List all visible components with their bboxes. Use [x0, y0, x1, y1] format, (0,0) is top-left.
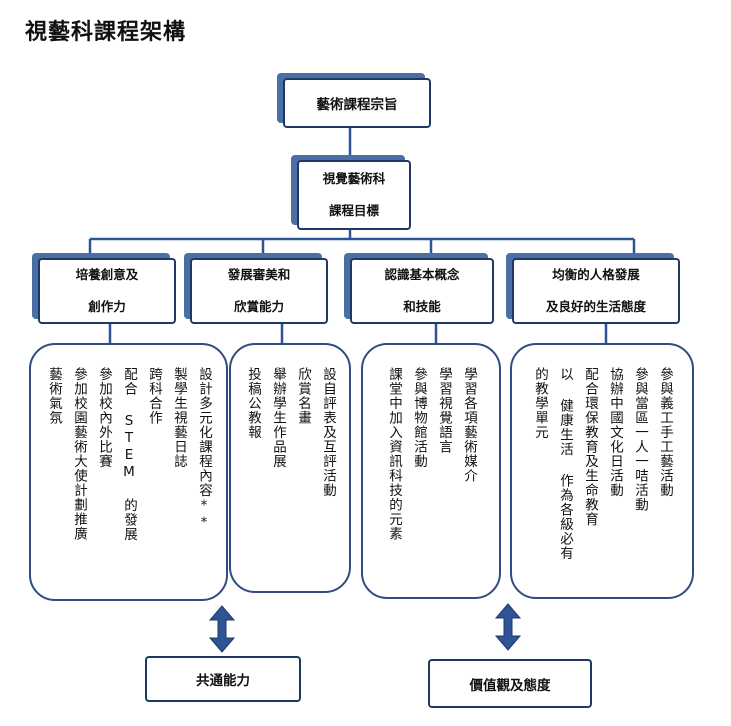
activity-list-creativity: 設計多元化課程內容** 製學生視藝日誌 跨科合作 配合 STEM 的發展 參加校…	[29, 343, 228, 601]
list-item: 以 健康生活 作為各級必有	[557, 367, 573, 561]
list-item: 製學生視藝日誌	[171, 367, 187, 469]
list-item: 投稿公教報	[245, 367, 261, 440]
generic-skills-label: 共通能力	[196, 673, 250, 689]
category-line: 創作力	[88, 299, 126, 314]
list-item: 欣賞名畫	[295, 367, 311, 425]
list-item: 參加校內外比賽	[96, 367, 112, 469]
aim-box-label: 藝術課程宗旨	[316, 97, 398, 113]
list-item: 參與義工手工藝活動	[657, 367, 673, 498]
list-item: 藝術氣氛	[46, 367, 62, 425]
category-line: 培養創意及	[75, 267, 139, 282]
list-item: 參與當區一人一咭活動	[632, 367, 648, 512]
category-line: 欣賞能力	[233, 299, 284, 314]
list-item: 跨科合作	[146, 367, 162, 425]
category-line: 均衡的人格發展	[552, 267, 640, 282]
category-concepts: 認識基本概念 和技能	[350, 258, 494, 324]
page-title: 視藝科課程架構	[25, 20, 187, 45]
list-item: 學習視覺語言	[436, 367, 452, 454]
objective-box: 視覺藝術科 課程目標	[297, 160, 411, 230]
values-attitudes-label: 價值觀及態度	[469, 677, 551, 694]
list-item: 協辦中國文化日活動	[607, 367, 623, 498]
objective-line-1: 視覺藝術科	[322, 171, 386, 186]
list-item: 設自評表及互評活動	[320, 367, 336, 498]
activity-list-concepts: 學習各項藝術媒介 學習視覺語言 參與博物館活動 課堂中加入資訊科技的元素	[361, 343, 501, 599]
list-item: 學習各項藝術媒介	[461, 367, 477, 483]
category-line: 認識基本概念	[384, 267, 460, 282]
double-arrow-icon	[494, 603, 522, 651]
list-item: 配合 STEM 的發展	[121, 367, 137, 542]
list-item: 配合環保教育及生命教育	[582, 367, 598, 527]
category-line: 及良好的生活態度	[545, 299, 646, 314]
list-item: 設計多元化課程內容**	[196, 367, 212, 532]
values-attitudes-box: 價值觀及態度	[428, 659, 592, 708]
activity-list-aesthetics: 設自評表及互評活動 欣賞名畫 舉辦學生作品展 投稿公教報	[229, 343, 351, 593]
list-item: 參加校園藝術大使計劃推廣	[71, 367, 87, 541]
list-item: 參與博物館活動	[411, 367, 427, 469]
list-item: 舉辦學生作品展	[270, 367, 286, 469]
aim-box: 藝術課程宗旨	[283, 78, 431, 128]
objective-line-2: 課程目標	[328, 203, 379, 218]
list-item: 課堂中加入資訊科技的元素	[386, 367, 402, 541]
list-item: 的教學單元	[532, 367, 548, 440]
category-attitude: 均衡的人格發展 及良好的生活態度	[512, 258, 680, 324]
category-aesthetics: 發展審美和 欣賞能力	[190, 258, 328, 324]
category-line: 和技能	[403, 299, 441, 314]
category-line: 發展審美和	[227, 267, 291, 282]
category-creativity: 培養創意及 創作力	[38, 258, 176, 324]
double-arrow-icon	[208, 605, 236, 653]
generic-skills-box: 共通能力	[145, 656, 301, 702]
activity-list-attitude: 參與義工手工藝活動 參與當區一人一咭活動 協辦中國文化日活動 配合環保教育及生命…	[510, 343, 694, 599]
